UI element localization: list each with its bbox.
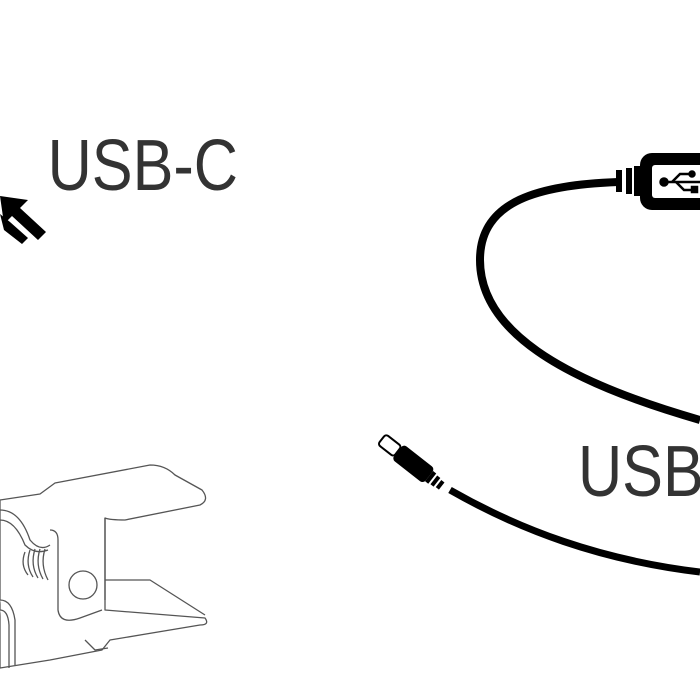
clip-mount-drawing [0,464,208,669]
usb-c-label: USB-C [48,126,238,206]
usb-trident-icon [659,170,700,194]
usb-a-plug [616,153,700,210]
usb-label: USB [578,432,700,512]
usb-c-plug [378,434,445,490]
arrow-up-left-icon [0,196,46,244]
usb-cable-drawing [378,153,700,576]
